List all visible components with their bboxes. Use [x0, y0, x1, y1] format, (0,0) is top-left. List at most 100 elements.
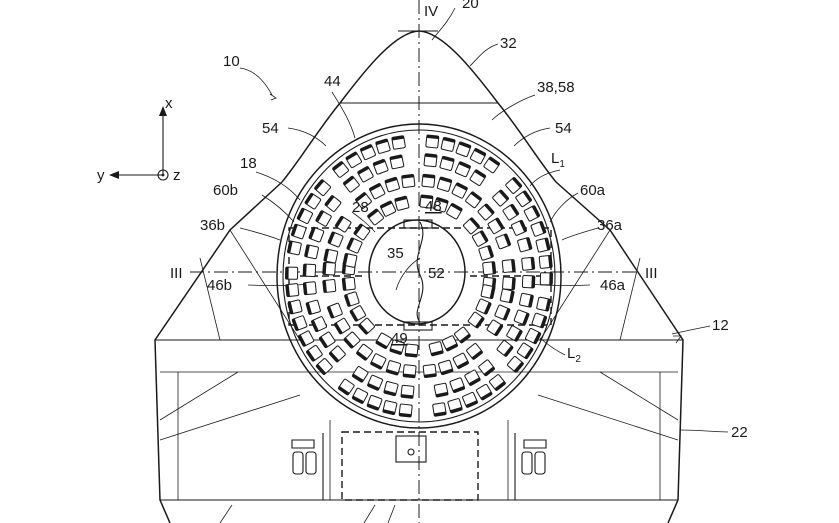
label-iii-right: III: [645, 265, 658, 282]
seat-icon: [462, 391, 478, 408]
seat-icon: [358, 317, 375, 335]
label-22: 22: [731, 424, 748, 441]
seat-icon: [486, 319, 504, 337]
seat-icon: [440, 136, 456, 152]
label-46a: 46a: [600, 277, 626, 294]
diag-left-3: [159, 394, 301, 441]
seat-icon: [428, 341, 444, 357]
seat-icon: [287, 240, 302, 256]
label-10: 10: [223, 53, 240, 70]
seat-icon: [302, 263, 317, 278]
seat-icon: [304, 192, 322, 210]
label-48: 48: [425, 198, 442, 215]
seat-icon: [507, 355, 524, 373]
seat-icon: [502, 276, 516, 291]
seat-icon: [298, 330, 315, 347]
seat-icon: [375, 138, 391, 154]
seat-icon: [521, 256, 536, 271]
seat-icon: [523, 205, 540, 222]
seat-icon: [454, 326, 471, 344]
seat-icon: [531, 312, 548, 329]
seat-icon: [495, 233, 511, 250]
diag-left-4: [159, 371, 239, 421]
seat-icon: [478, 359, 496, 377]
seat-icon: [492, 189, 510, 207]
beam-48: [403, 219, 433, 229]
seat-icon: [422, 363, 437, 379]
cabin-inner-wall: [282, 129, 556, 423]
seat-icon: [536, 296, 551, 312]
seat-icon: [449, 377, 466, 393]
seat-icon: [337, 378, 355, 396]
diag-left-2: [199, 257, 221, 341]
nose-gear-dot: [407, 448, 415, 456]
label-60a: 60a: [580, 182, 606, 199]
label-32: 32: [500, 35, 517, 52]
diag-left-1: [229, 229, 301, 341]
label-52: 52: [428, 265, 445, 282]
seat-icon: [285, 283, 300, 298]
seat-icon: [482, 261, 497, 276]
seat-icon: [455, 141, 472, 158]
seat-icon: [305, 299, 321, 315]
beam-49: [403, 321, 433, 331]
seat-icon: [302, 281, 317, 296]
label-iii-left: III: [170, 265, 183, 282]
seat-icon: [436, 176, 453, 192]
seat-icon: [296, 207, 313, 224]
label-l1: L1: [551, 150, 565, 170]
seat-icon: [327, 231, 344, 248]
seat-icon: [383, 381, 399, 397]
seat-icon: [421, 173, 436, 188]
seat-icon: [366, 394, 383, 411]
seat-icon: [345, 151, 362, 169]
seat-icon: [306, 344, 323, 362]
label-18: 18: [240, 155, 257, 172]
seat-icon: [369, 183, 386, 200]
nose-gear-box: [395, 435, 427, 463]
seat-icon: [394, 195, 410, 211]
seat-icon: [471, 230, 489, 247]
seat-icon: [515, 190, 532, 208]
seat-icon: [391, 135, 406, 150]
seat-icon: [370, 353, 387, 370]
core-divider: [416, 221, 424, 323]
seat-icon: [530, 221, 547, 237]
seat-icon: [290, 223, 307, 240]
axis-triad: [109, 106, 169, 181]
label-36a: 36a: [597, 217, 623, 234]
seat-icon: [494, 304, 511, 321]
seat-icon: [385, 360, 402, 376]
seat-icon: [400, 384, 415, 399]
seat-icon: [454, 161, 471, 178]
seat-icon: [380, 200, 397, 217]
seat-icon: [334, 215, 352, 233]
seat-icon: [384, 176, 400, 193]
seat-icon: [315, 358, 333, 375]
label-l2: L2: [567, 345, 581, 365]
gear-right-wheel-2: [534, 451, 546, 475]
seat-icon: [483, 156, 501, 174]
seat-icon: [353, 223, 371, 241]
label-35: 35: [387, 245, 404, 262]
seat-icon: [480, 284, 496, 299]
diag-right-4: [599, 371, 679, 421]
seat-icon: [287, 299, 303, 315]
seat-icon: [343, 331, 361, 349]
seat-icon: [342, 175, 360, 193]
seat-icon: [332, 161, 349, 178]
seat-icon: [441, 335, 458, 352]
seat-icon: [344, 291, 360, 307]
seat-icon: [341, 276, 356, 291]
seat-icon: [333, 317, 351, 335]
seat-icon: [499, 288, 515, 304]
label-12: 12: [712, 317, 729, 334]
seat-icon: [342, 253, 358, 268]
diag-right-3: [537, 394, 679, 441]
seat-icon: [489, 374, 506, 391]
label-60b: 60b: [213, 182, 238, 199]
seat-icon: [446, 203, 463, 220]
nose-outline-right: [418, 30, 557, 183]
seat-icon: [404, 343, 419, 358]
seat-icon: [506, 325, 523, 342]
